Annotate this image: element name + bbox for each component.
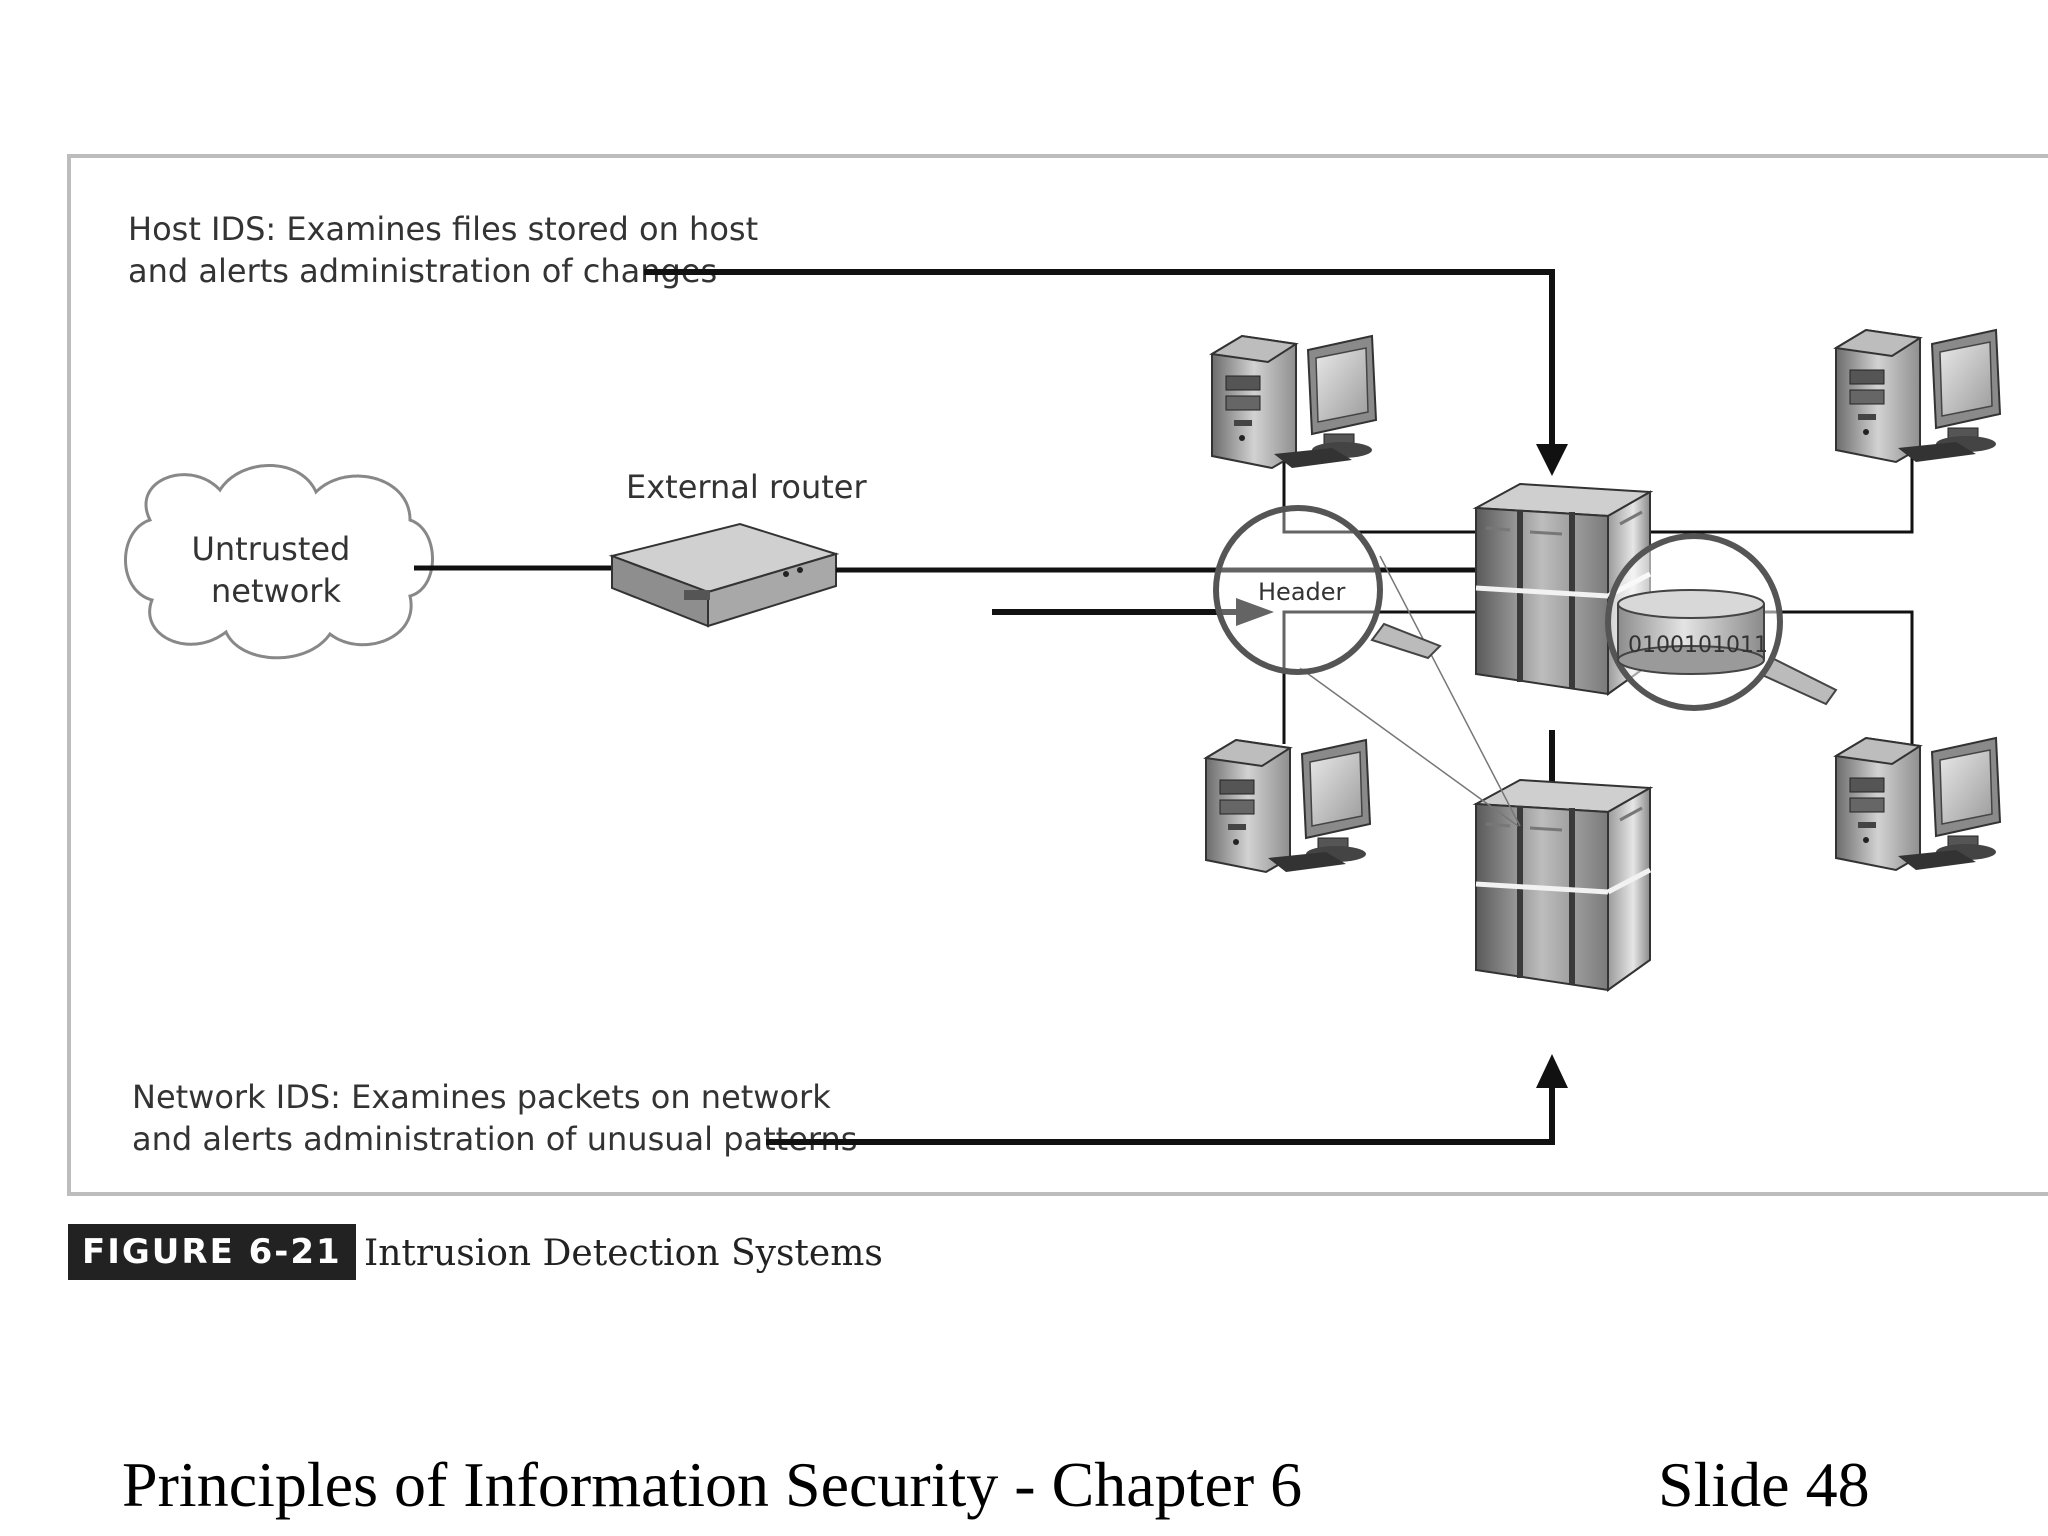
- network-ids-server: [1476, 780, 1650, 990]
- packet-arrow: [992, 598, 1274, 626]
- untrusted-network-cloud: Untrusted network: [124, 464, 434, 660]
- network-ids-arrow: [766, 1054, 1568, 1145]
- external-router: External router: [608, 468, 867, 628]
- external-router-label: External router: [626, 468, 867, 506]
- magnifier-zoom-lines: [1299, 555, 1521, 827]
- workstation-top-left: [1211, 335, 1377, 469]
- binary-magnifier: 0100101011: [1605, 533, 1838, 711]
- svg-text:Untrusted network: Untrusted network: [191, 530, 360, 610]
- footer-slide-number: Slide 48: [1658, 1449, 1870, 1520]
- footer-course-title: Principles of Information Security - Cha…: [122, 1449, 1303, 1520]
- header-label: Header: [1258, 578, 1346, 606]
- workstation-top-right: [1835, 329, 2001, 463]
- network-ids-label: Network IDS: Examines packets on network…: [132, 1078, 857, 1158]
- host-ids-arrow: [644, 269, 1568, 476]
- workstation-bottom-left: [1205, 739, 1371, 873]
- figure-caption: Intrusion Detection Systems: [364, 1233, 883, 1274]
- figure-number-label: FIGURE 6-21: [68, 1224, 356, 1280]
- binary-label: 0100101011: [1628, 633, 1768, 658]
- host-ids-label: Host IDS: Examines files stored on host …: [128, 210, 768, 290]
- header-magnifier: Header: [1213, 505, 1442, 675]
- workstation-bottom-right: [1835, 737, 2001, 871]
- data-cylinder-icon: [1617, 589, 1765, 675]
